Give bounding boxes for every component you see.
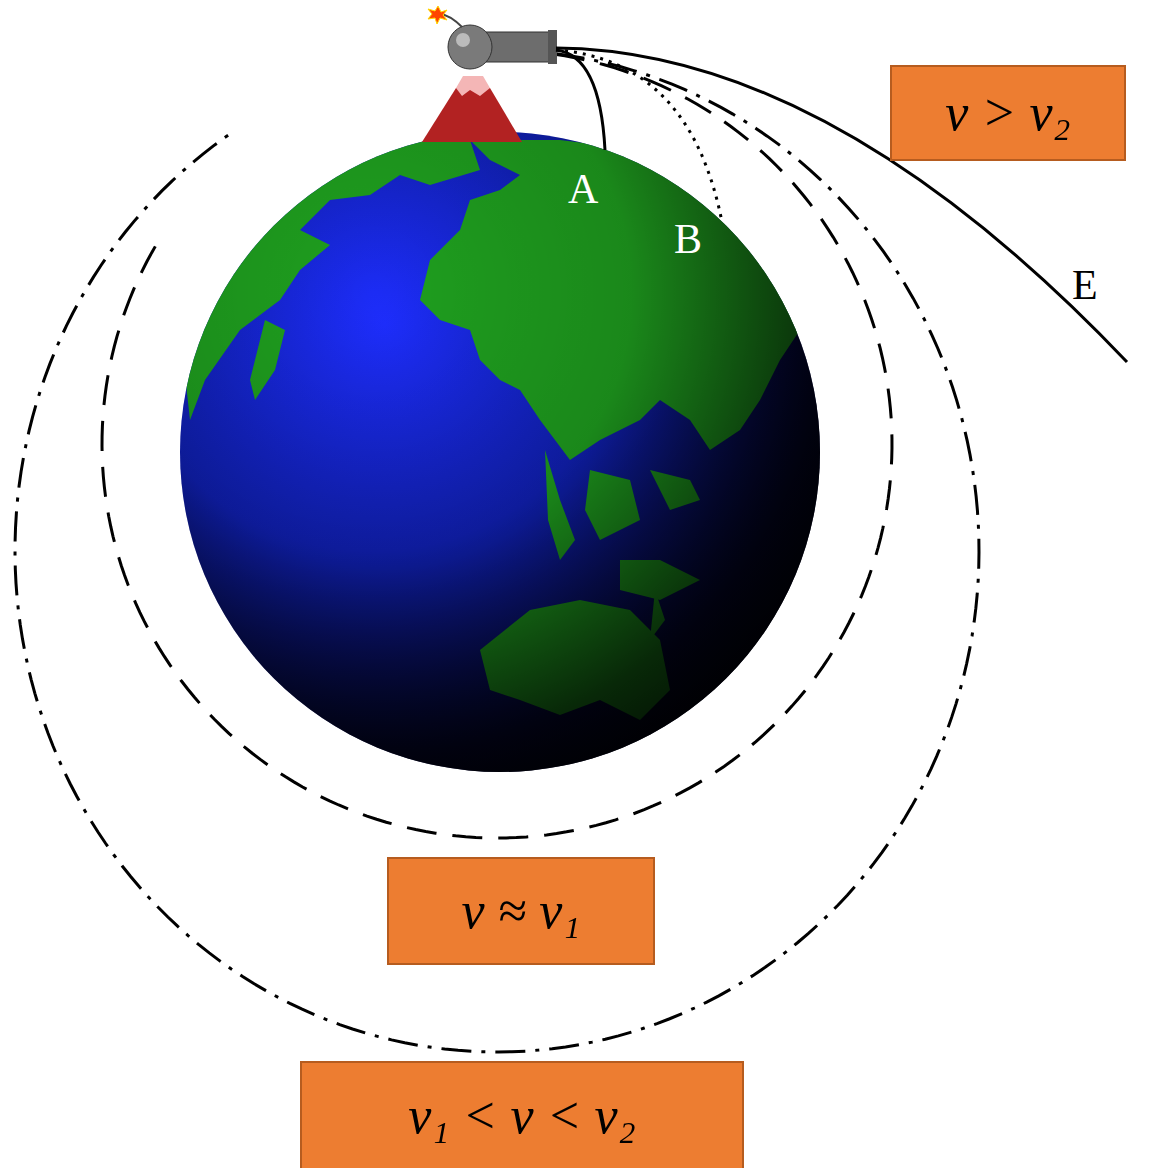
spark <box>428 6 447 24</box>
trajectory-b <box>556 50 722 222</box>
elliptical-orbit <box>15 54 979 1052</box>
point-label: A <box>568 168 598 210</box>
speed-condition: v ≈ v₁ <box>462 882 581 939</box>
speed-condition: v₁ < v < v₂ <box>408 1087 636 1144</box>
trajectory-a <box>556 50 605 150</box>
earth <box>180 132 820 772</box>
point-label: B <box>674 218 702 260</box>
mountain-snow <box>456 76 490 96</box>
cannon-muzzle <box>548 30 557 64</box>
speed-box: v₁ < v < v₂ <box>300 1061 744 1168</box>
speed-box: v > v₂ <box>890 65 1126 161</box>
cannon-highlight <box>456 33 470 47</box>
trajectory-escape <box>556 48 1127 362</box>
mountain <box>422 88 522 142</box>
cannon-ball <box>448 25 492 69</box>
ocean <box>180 132 820 772</box>
speed-condition: v > v₂ <box>945 84 1070 141</box>
earth-shading <box>180 132 820 772</box>
circular-orbit <box>102 54 892 838</box>
speed-box: v ≈ v₁ <box>387 857 655 965</box>
trajectory-label: E <box>1072 264 1098 306</box>
